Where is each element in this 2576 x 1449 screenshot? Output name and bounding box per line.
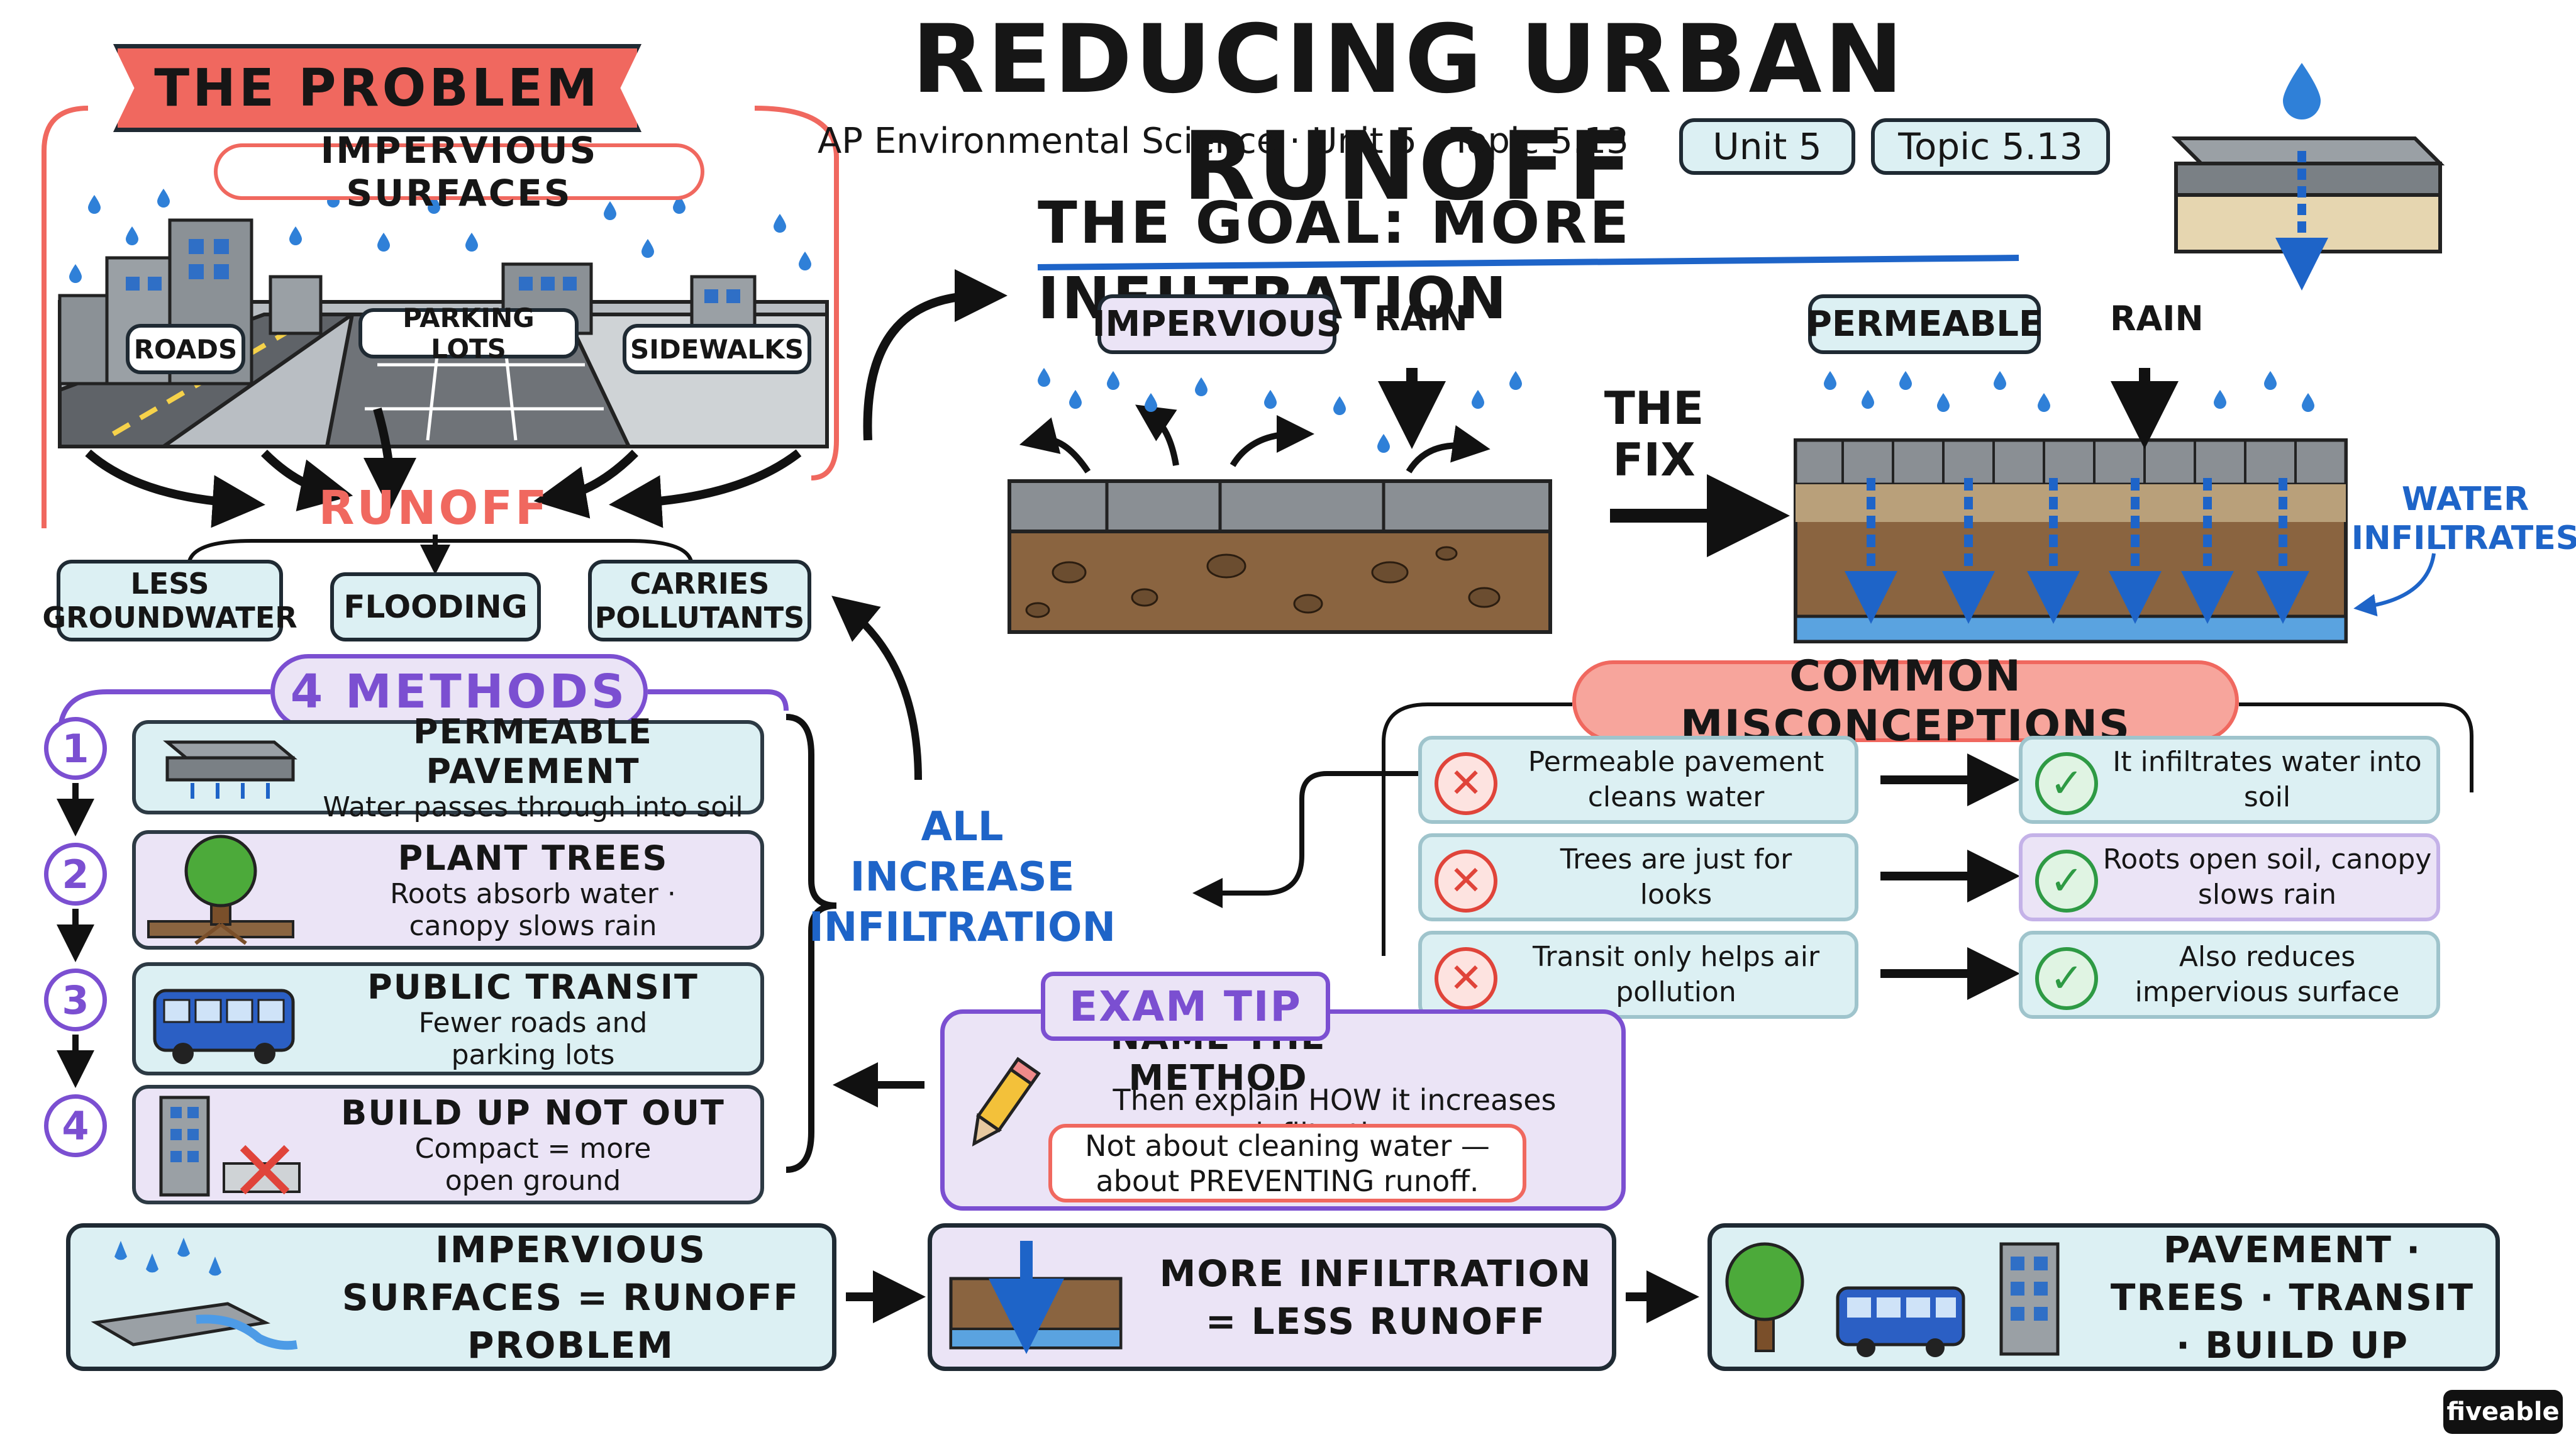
page-title: REDUCING URBAN RUNOFF — [911, 5, 1906, 221]
method-desc-1: Water passes through into soil — [323, 791, 743, 823]
summary-card-infiltration: MORE INFILTRATION = LESS RUNOFF — [928, 1223, 1616, 1371]
runoff-arrows — [85, 408, 802, 528]
impervious-surfaces-label: IMPERVIOUS SURFACES — [214, 129, 704, 214]
misconception-wrong-3: ✕ Transit only helps air pollution — [1418, 931, 1858, 1019]
bus-icon — [136, 965, 306, 1072]
x-icon: ✕ — [1435, 947, 1497, 1010]
misconception-wrong-text-2: Trees are just for looks — [1560, 843, 1792, 911]
sidewalks-label: SIDEWALKS — [623, 324, 811, 374]
tree-icon — [136, 833, 306, 947]
runoff-label: RUNOFF — [318, 480, 550, 535]
effect-carries-pollutants: CARRIES POLLUTANTS — [588, 560, 811, 641]
method-number-2: 2 — [44, 843, 107, 906]
misconceptions-to-methods-arrow — [1192, 771, 1421, 908]
misconception-right-text-3: Also reduces impervious surface — [2135, 941, 2400, 1008]
water-infiltrates-label: WATER INFILTRATES — [2351, 480, 2576, 557]
methods-icons — [1712, 1231, 2089, 1363]
pencil-icon — [954, 1052, 1048, 1158]
parking-lots-label: PARKING LOTS — [358, 303, 579, 364]
misconceptions-heading: COMMON MISCONCEPTIONS — [1572, 652, 2239, 751]
summary-text-3: PAVEMENT · TREES · TRANSIT · BUILD UP — [2110, 1228, 2475, 1367]
method-title-3: PUBLIC TRANSIT — [367, 967, 699, 1007]
permeable-diagram — [1794, 368, 2348, 643]
topic-badge: Topic 5.13 — [1871, 118, 2110, 175]
method-number-1: 1 — [44, 717, 107, 780]
method-title-2: PLANT TREES — [397, 838, 669, 878]
misconception-wrong-1: ✕ Permeable pavement cleans water — [1418, 736, 1858, 824]
method-title-1: PERMEABLE PAVEMENT — [413, 711, 653, 791]
misconceptions-bracket — [1382, 702, 2473, 956]
permeable-pavement-icon — [136, 723, 306, 811]
misconception-right-2: ✓ Roots open soil, canopy slows rain — [2019, 833, 2440, 921]
building-icon — [136, 1088, 306, 1201]
runoff-slab-icon — [70, 1228, 309, 1367]
to-problem-arrow — [831, 596, 922, 780]
page-subtitle: AP Environmental Science · Unit 5 · Topi… — [818, 121, 1629, 162]
all-increase-infiltration: ALL INCREASE INFILTRATION — [808, 804, 1116, 951]
exam-tip-note: Not about cleaning water — about PREVENT… — [1048, 1124, 1526, 1202]
infiltration-icon — [932, 1235, 1140, 1360]
misconception-right-text-2: Roots open soil, canopy slows rain — [2102, 843, 2432, 911]
method-desc-3: Fewer roads and parking lots — [418, 1006, 648, 1071]
method-card-permeable-pavement: PERMEABLE PAVEMENT Water passes through … — [132, 712, 764, 823]
goal-heading: THE GOAL: MORE INFILTRATION — [1038, 189, 1631, 332]
misconception-wrong-2: ✕ Trees are just for looks — [1418, 833, 1858, 921]
problem-bracket — [42, 106, 839, 528]
method-card-public-transit: PUBLIC TRANSIT Fewer roads and parking l… — [132, 962, 764, 1075]
exam-tip-heading: EXAM TIP — [1041, 972, 1330, 1041]
misconception-wrong-text-3: Transit only helps air pollution — [1532, 941, 1820, 1008]
permeable-label: PERMEABLE — [1806, 294, 2043, 354]
method-desc-2: Roots absorb water · canopy slows rain — [390, 877, 676, 942]
misconception-row-arrows — [1880, 753, 2020, 1000]
effect-flooding: FLOODING — [330, 572, 541, 641]
method-card-plant-trees: PLANT TREES Roots absorb water · canopy … — [132, 830, 764, 950]
summary-text-2: MORE INFILTRATION = LESS RUNOFF — [1159, 1252, 1592, 1343]
summary-text-1: IMPERVIOUS SURFACES = RUNOFF PROBLEM — [341, 1228, 800, 1367]
method-number-4: 4 — [44, 1094, 107, 1157]
exam-tip-line: Then explain HOW it increases infiltrati… — [1113, 1083, 1557, 1151]
water-drop-slab-icon — [2171, 63, 2445, 291]
method-desc-4: Compact = more open ground — [414, 1132, 652, 1197]
effect-less-groundwater: LESS GROUNDWATER — [42, 560, 297, 641]
misconception-right-3: ✓ Also reduces impervious surface — [2019, 931, 2440, 1019]
summary-card-methods: PAVEMENT · TREES · TRANSIT · BUILD UP — [1707, 1223, 2500, 1371]
to-goal-arrow — [863, 269, 1008, 441]
exam-tip-title: NAME THE METHOD — [1110, 1017, 1324, 1099]
check-icon: ✓ — [2035, 947, 2098, 1010]
rain-label-permeable: RAIN — [2110, 299, 2204, 338]
method-card-build-up: BUILD UP NOT OUT Compact = more open gro… — [132, 1085, 764, 1204]
x-icon: ✕ — [1435, 752, 1497, 815]
misconception-right-text-1: It infiltrates water into soil — [2112, 746, 2422, 813]
runoff-branch — [187, 539, 694, 567]
problem-heading: THE PROBLEM — [113, 44, 641, 132]
method-number-3: 3 — [44, 969, 107, 1031]
check-icon: ✓ — [2035, 850, 2098, 913]
goal-underline — [1037, 255, 2019, 270]
methods-heading: 4 METHODS — [270, 654, 648, 730]
impervious-diagram — [1008, 368, 1552, 634]
method-title-4: BUILD UP NOT OUT — [341, 1092, 725, 1133]
roads-label: ROADS — [126, 324, 245, 374]
summary-card-problem: IMPERVIOUS SURFACES = RUNOFF PROBLEM — [66, 1223, 836, 1371]
brand-logo: fiveable — [2443, 1390, 2563, 1434]
impervious-label: IMPERVIOUS — [1092, 294, 1341, 354]
misconception-wrong-text-1: Permeable pavement cleans water — [1528, 746, 1824, 813]
check-icon: ✓ — [2035, 752, 2098, 815]
misconception-right-1: ✓ It infiltrates water into soil — [2019, 736, 2440, 824]
rain-label-impervious: RAIN — [1374, 299, 1468, 338]
infiltrates-arrow — [2353, 553, 2436, 617]
fix-label: THE FIX — [1604, 382, 1704, 486]
methods-brace — [786, 714, 837, 1173]
x-icon: ✕ — [1435, 850, 1497, 913]
unit-badge: Unit 5 — [1679, 118, 1855, 175]
